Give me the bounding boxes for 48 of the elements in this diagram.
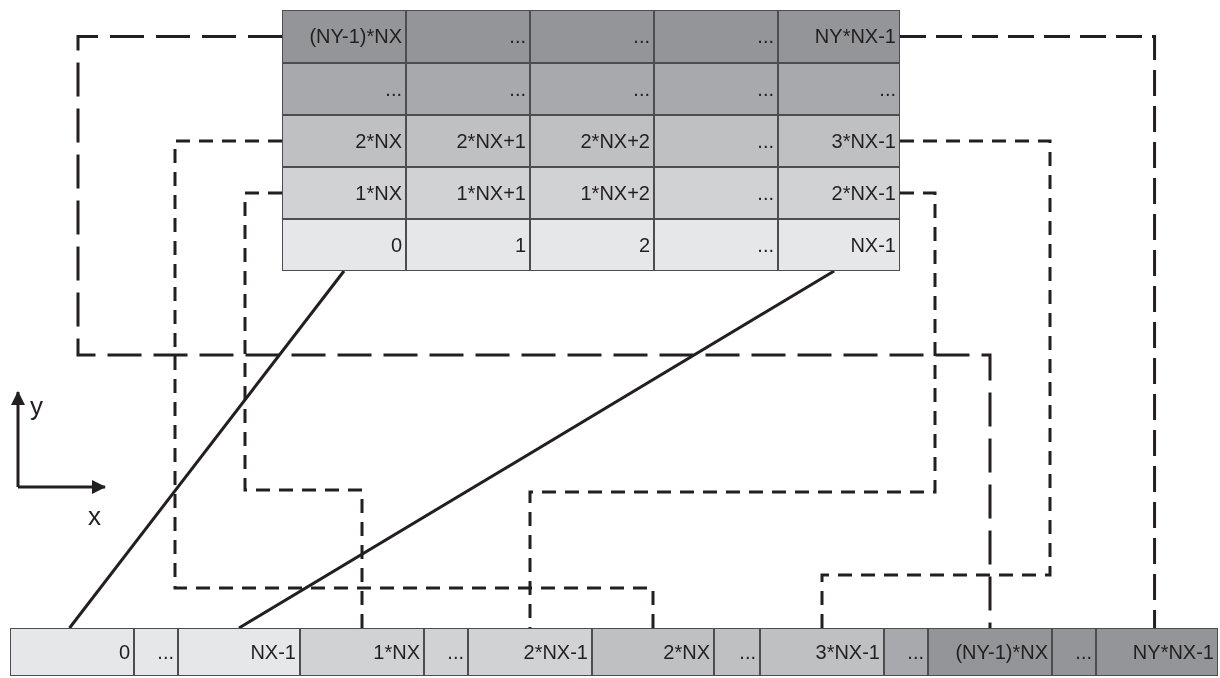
- grid-cell: 1: [406, 219, 530, 271]
- array-cell: ...: [134, 628, 178, 676]
- array-cell: ...: [714, 628, 760, 676]
- dashed-line: [528, 191, 937, 628]
- grid-cell: ...: [654, 63, 778, 115]
- array-cell: 2*NX: [592, 628, 714, 676]
- array-cell: ...: [1052, 628, 1096, 676]
- array-cell: (NY-1)*NX: [928, 628, 1052, 676]
- array-cell: NX-1: [178, 628, 300, 676]
- grid-cell: 3*NX-1: [778, 115, 900, 167]
- grid-cell: ...: [654, 115, 778, 167]
- grid-cell: ...: [654, 167, 778, 219]
- array-cell: ...: [424, 628, 468, 676]
- dashed-line: [900, 35, 1157, 628]
- mapping-line: [238, 269, 835, 630]
- grid-cell: NY*NX-1: [778, 10, 900, 63]
- grid-cell: 2*NX+2: [530, 115, 654, 167]
- grid-cell: ...: [530, 10, 654, 63]
- grid-cell: (NY-1)*NX: [282, 10, 406, 63]
- array-cell: 3*NX-1: [760, 628, 884, 676]
- grid-cell: ...: [530, 63, 654, 115]
- array-cell: 1*NX: [300, 628, 424, 676]
- mapping-line: [68, 270, 346, 629]
- grid-cell: 1*NX: [282, 167, 406, 219]
- grid-cell: 1*NX+1: [406, 167, 530, 219]
- array-cell: ...: [884, 628, 928, 676]
- grid-cell: ...: [406, 63, 530, 115]
- grid-cell: ...: [406, 10, 530, 63]
- grid-cell: ...: [778, 63, 900, 115]
- array-cell: 2*NX-1: [468, 628, 592, 676]
- grid-cell: 2*NX+1: [406, 115, 530, 167]
- grid-cell: ...: [654, 219, 778, 271]
- grid-cell: 1*NX+2: [530, 167, 654, 219]
- axis-label: y: [30, 393, 43, 419]
- array-cell: NY*NX-1: [1096, 628, 1218, 676]
- grid-cell: 2: [530, 219, 654, 271]
- grid-cell: 2*NX-1: [778, 167, 900, 219]
- dashed-line: [243, 191, 364, 628]
- dashed-line: [76, 35, 992, 628]
- grid-cell: 0: [282, 219, 406, 271]
- axis-label: x: [88, 503, 101, 529]
- dashed-line: [173, 139, 655, 628]
- grid-cell: ...: [654, 10, 778, 63]
- dashed-line: [820, 139, 1052, 628]
- grid-cell: NX-1: [778, 219, 900, 271]
- array-cell: 0: [10, 628, 134, 676]
- grid-cell: 2*NX: [282, 115, 406, 167]
- grid-cell: ...: [282, 63, 406, 115]
